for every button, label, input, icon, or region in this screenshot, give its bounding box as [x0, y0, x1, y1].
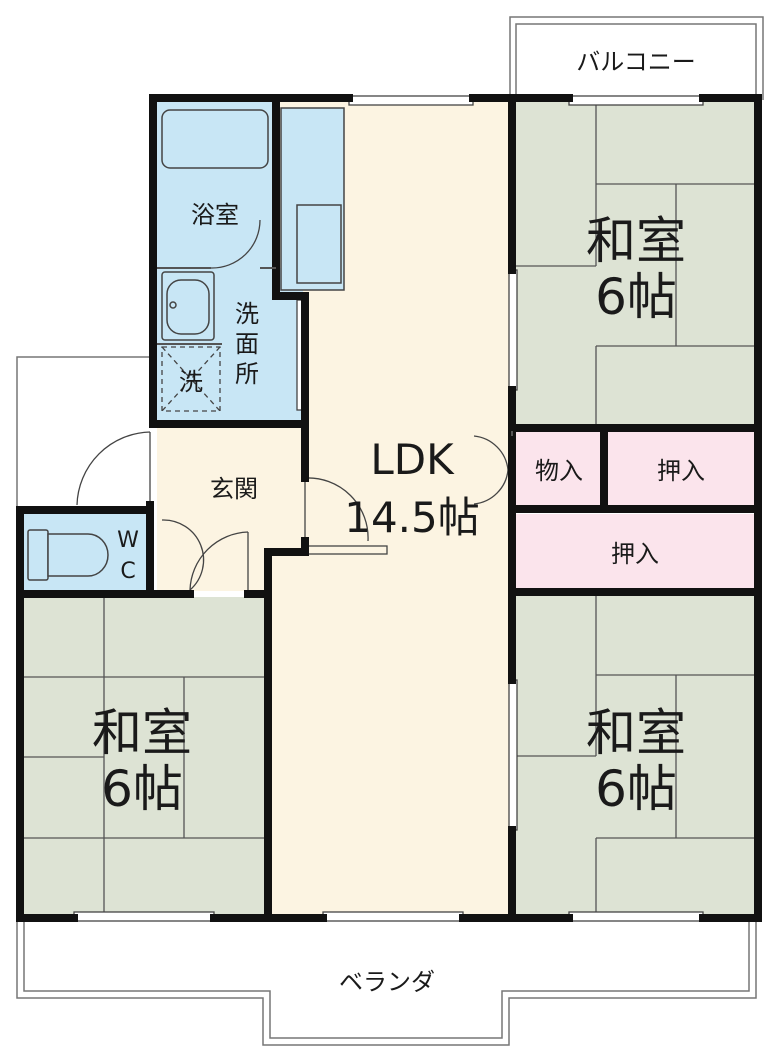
veranda-label: ベランダ — [339, 968, 435, 996]
room-sw-size: 6帖 — [101, 760, 183, 818]
washroom-label-char-1: 洗 — [235, 300, 259, 328]
washroom-label-char-2: 面 — [235, 330, 259, 358]
porch-outline — [16, 356, 150, 509]
tatami-lines-sw — [24, 597, 264, 915]
washroom-label-char-3: 所 — [235, 360, 259, 388]
closet-lower-label: 押入 — [611, 540, 659, 568]
washroom-label: 洗 面 所 — [235, 300, 259, 388]
room-ne-name: 和室 — [586, 212, 686, 270]
balcony — [509, 16, 764, 100]
room-se-name: 和室 — [586, 704, 686, 762]
washer-space-icon — [161, 346, 221, 412]
door-swings — [76, 219, 509, 591]
wc-label-w: W — [117, 528, 139, 553]
room-se-floor — [516, 594, 754, 915]
closet-lower — [516, 514, 754, 590]
room-sw-floor — [24, 597, 264, 915]
walls — [16, 94, 762, 922]
room-sw-name: 和室 — [92, 704, 192, 762]
room-ne-floor — [516, 102, 754, 427]
closet-upper-label: 押入 — [657, 457, 705, 485]
ldk-name-label: LDK — [370, 435, 455, 484]
washer-label: 洗 — [179, 368, 203, 396]
storage-closet-label: 物入 — [535, 457, 583, 485]
veranda — [16, 918, 757, 1046]
sink-cabinet-icon — [296, 204, 342, 284]
thin-walls — [157, 267, 513, 436]
toilet-icon — [27, 529, 109, 581]
ldk-size-label: 14.5帖 — [344, 493, 480, 542]
room-ne-size: 6帖 — [595, 268, 677, 326]
wc-label-c: C — [120, 559, 135, 584]
bath-label: 浴室 — [191, 201, 239, 229]
washbasin-icon — [161, 271, 215, 341]
tatami-lines-ne — [516, 102, 754, 427]
entrance-label: 玄関 — [210, 475, 258, 503]
balcony-label: バルコニー — [576, 48, 696, 76]
room-se-size: 6帖 — [595, 760, 677, 818]
storage-closet — [516, 431, 602, 505]
bathtub-icon — [161, 109, 269, 169]
tatami-lines-se — [516, 594, 754, 915]
entrance-floor — [157, 428, 303, 591]
closet-upper — [608, 431, 754, 505]
